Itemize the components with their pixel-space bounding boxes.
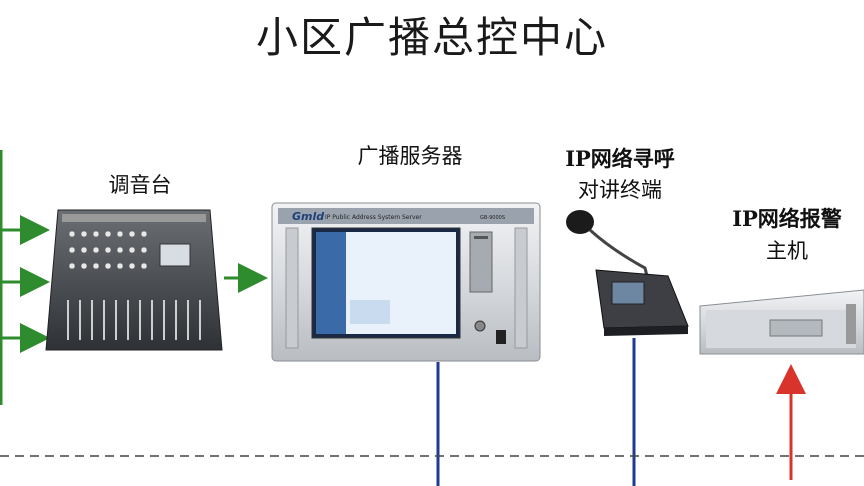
server-label: 广播服务器 xyxy=(357,144,463,168)
svg-text:Gmld: Gmld xyxy=(292,210,324,223)
server-rack: Gmld IP Public Address System Server GB-… xyxy=(271,202,541,362)
svg-text:GB-9000S: GB-9000S xyxy=(480,215,505,221)
svg-text:IP Public Address System Serve: IP Public Address System Server xyxy=(325,214,422,221)
mixer-label: 调音台 xyxy=(108,173,172,197)
microphone-terminal xyxy=(566,210,689,336)
terminal-label-line1: IP网络寻呼 xyxy=(565,146,675,171)
alarm-label-line1: IP网络报警 xyxy=(732,206,842,231)
alarm-host xyxy=(699,289,864,355)
terminal-label-line2: 对讲终端 xyxy=(578,178,662,202)
page-title: 小区广播总控中心 xyxy=(255,13,608,62)
alarm-label-line2: 主机 xyxy=(766,239,808,263)
input-lines xyxy=(0,150,50,405)
mixer-device xyxy=(45,209,223,351)
